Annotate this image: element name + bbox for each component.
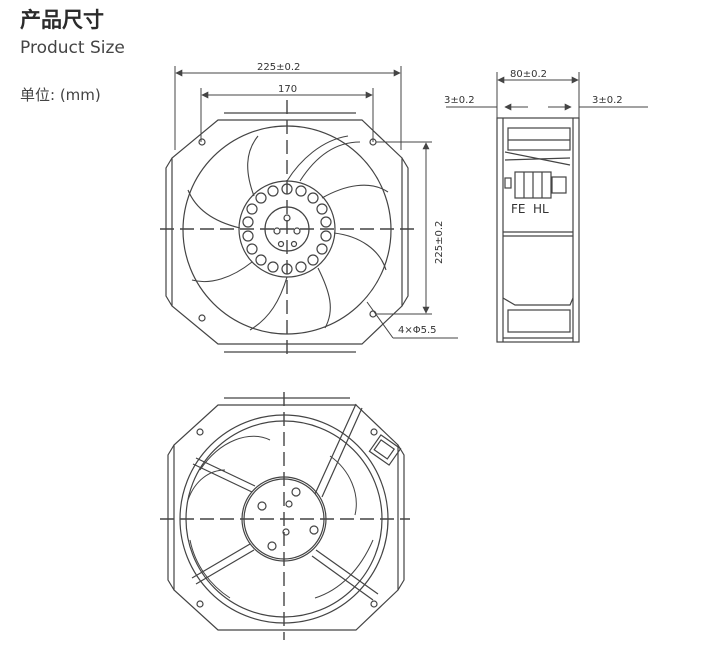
dim-hole-spacing <box>200 88 374 142</box>
mount-hole-leader <box>366 301 458 339</box>
side-view <box>496 117 580 343</box>
rear-center-lines <box>160 392 410 640</box>
unit-label: 单位: (mm) <box>20 86 101 104</box>
dim-depth-label: 80±0.2 <box>510 69 547 80</box>
rear-connector <box>368 434 402 466</box>
side-body <box>496 117 580 343</box>
dim-depth <box>496 72 580 118</box>
front-center-lines <box>160 100 416 356</box>
hub-vent-holes <box>242 183 332 275</box>
dim-overall-height-label: 225±0.2 <box>434 221 445 264</box>
rear-frame-outline <box>173 404 399 631</box>
rear-struts <box>191 403 379 601</box>
page-subtitle: Product Size <box>20 38 125 58</box>
rear-blades <box>187 435 374 599</box>
dim-flange-left-label: 3±0.2 <box>444 95 475 106</box>
front-frame-outline <box>171 119 403 345</box>
mount-hole-bl <box>198 314 206 322</box>
dim-flange-right-label: 3±0.2 <box>592 95 623 106</box>
dim-overall-width-label: 225±0.2 <box>257 62 300 73</box>
dim-overall-height <box>376 141 432 315</box>
terminal-label-fe: FE <box>511 202 525 216</box>
hub-center-holes <box>273 214 301 248</box>
page-title: 产品尺寸 <box>20 8 104 32</box>
fan-blades <box>187 135 389 331</box>
mount-hole-label: 4×Φ5.5 <box>398 325 437 336</box>
dim-overall-width <box>174 66 402 150</box>
mount-hole-tl <box>198 138 206 146</box>
dim-hole-spacing-label: 170 <box>278 84 297 95</box>
rear-view <box>167 397 405 631</box>
terminal-label-hl: HL <box>533 202 549 216</box>
